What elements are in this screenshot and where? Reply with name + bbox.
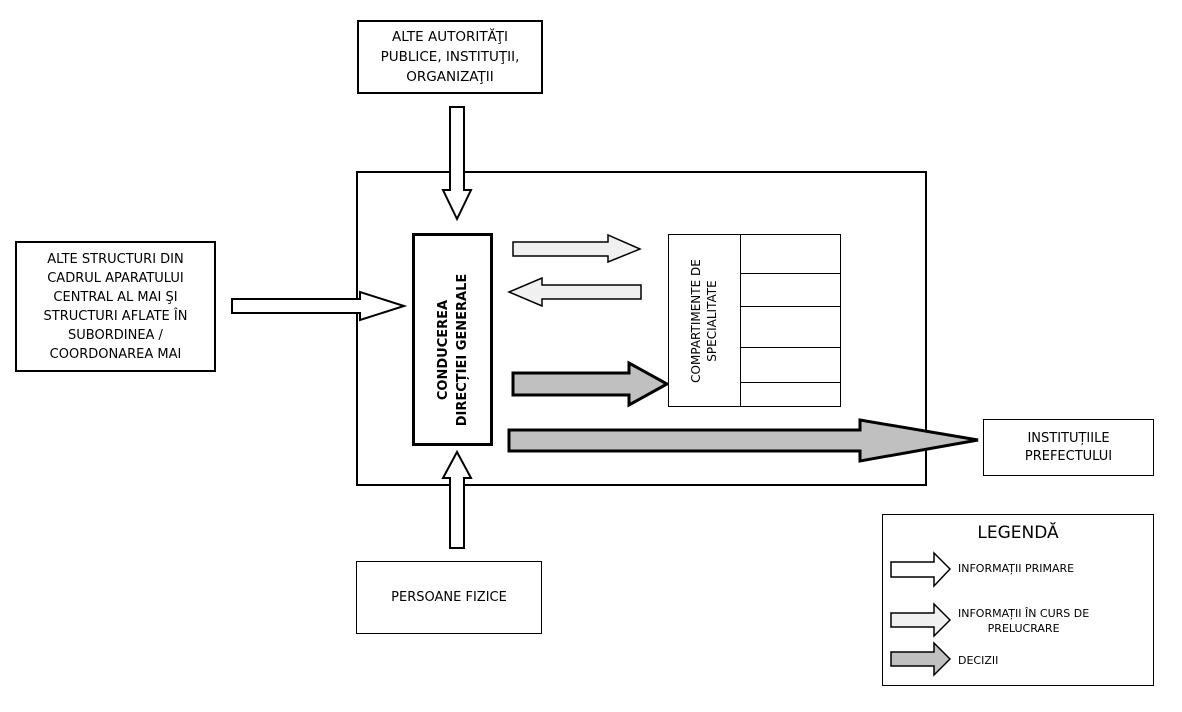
arrow-authorities-to-leadership (441, 106, 473, 222)
departments-sub-row (741, 306, 841, 307)
arrow-departments-to-leadership-processing (507, 276, 642, 308)
legend-item-primary: INFORMAȚII PRIMARE (958, 562, 1075, 575)
node-prefect-institutions: INSTITUȚIILE PREFECTULUI (983, 419, 1154, 476)
legend-item-processing: INFORMAȚII ÎN CURS DE PRELUCRARE (958, 607, 1090, 635)
arrow-persons-to-leadership (441, 449, 473, 549)
arrow-leadership-to-prefect-decision (507, 418, 979, 463)
departments-sub-row (741, 273, 841, 274)
node-other-authorities-label: ALTE AUTORITĂŢI PUBLICE, INSTITUŢII, ORG… (380, 29, 520, 85)
node-other-authorities: ALTE AUTORITĂŢI PUBLICE, INSTITUŢII, ORG… (357, 20, 543, 94)
departments-sub-row (741, 347, 841, 348)
arrow-leadership-to-departments-processing (512, 233, 642, 264)
node-other-structures-label: ALTE STRUCTURI DIN CADRUL APARATULUI CEN… (43, 251, 188, 362)
legend: LEGENDĂ INFORMAȚII PRIMARE INFORMAȚII ÎN… (882, 514, 1154, 686)
node-other-structures: ALTE STRUCTURI DIN CADRUL APARATULUI CEN… (15, 241, 216, 372)
legend-title: LEGENDĂ (977, 523, 1059, 543)
legend-swatches (890, 551, 952, 677)
arrow-leadership-to-departments-decision (511, 360, 671, 408)
node-natural-persons: PERSOANE FIZICE (356, 561, 542, 634)
departments-sub-row (741, 382, 841, 383)
node-prefect-institutions-label: INSTITUȚIILE PREFECTULUI (1024, 430, 1113, 464)
node-natural-persons-label: PERSOANE FIZICE (391, 590, 507, 605)
arrow-structures-to-leadership (231, 290, 408, 322)
legend-swatch-processing (890, 602, 952, 638)
departments-title-cell: COMPARTIMENTE DE SPECIALITATE (669, 235, 741, 406)
legend-item-decision: DECIZII (958, 654, 999, 667)
legend-swatch-primary (890, 551, 952, 588)
node-departments-label: COMPARTIMENTE DE SPECIALITATE (689, 259, 719, 383)
node-departments: COMPARTIMENTE DE SPECIALITATE (668, 234, 841, 407)
node-leadership-label: CONDUCEREA DIRECȚIEI GENERALE (436, 273, 470, 427)
legend-swatch-decision (890, 641, 952, 677)
node-leadership: CONDUCEREA DIRECȚIEI GENERALE (412, 233, 493, 446)
